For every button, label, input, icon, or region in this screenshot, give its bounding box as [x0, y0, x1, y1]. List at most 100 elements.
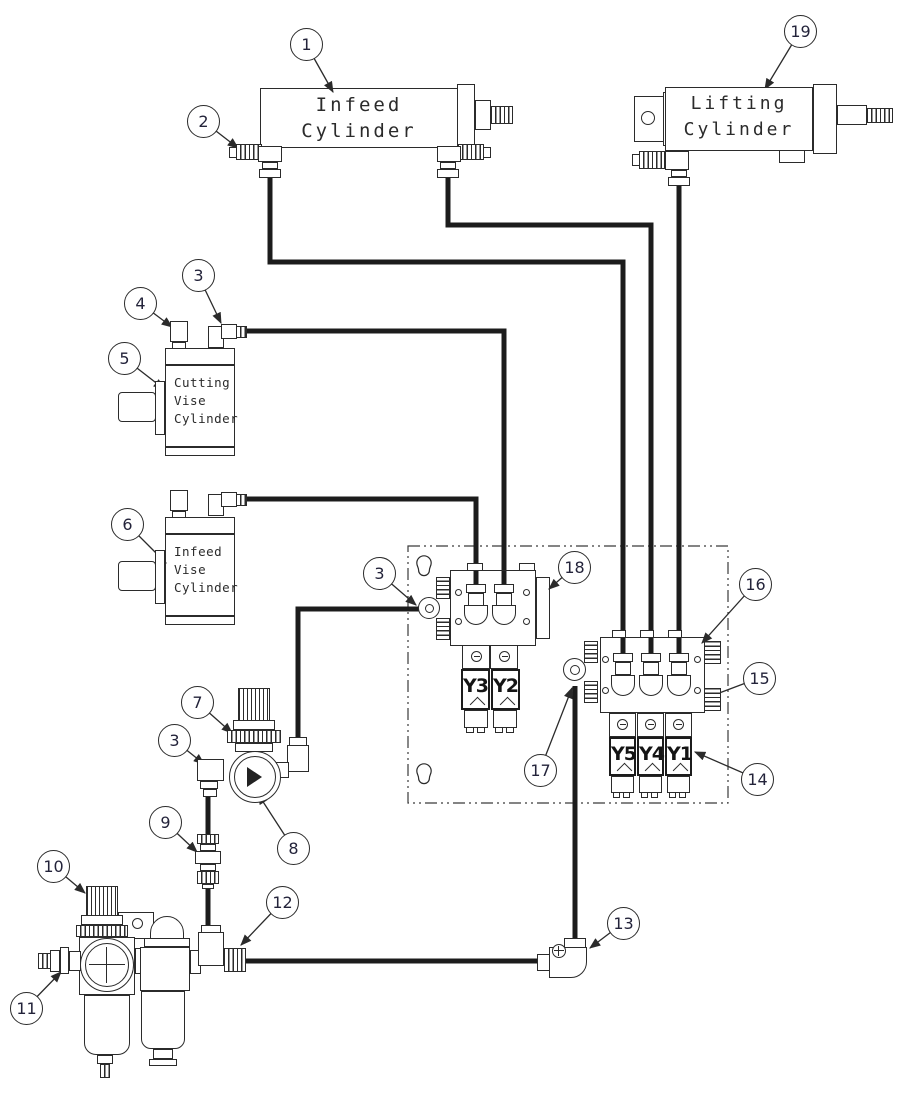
screw-hole-icon: [455, 618, 462, 625]
infeed-cylinder-rod: [491, 106, 513, 124]
flow-arrow-icon: [247, 767, 262, 787]
hex-fitting-icon: [436, 577, 450, 599]
screw-slot-icon: [617, 719, 628, 730]
clevis-hole-icon: [641, 111, 655, 125]
callout-2: 2: [187, 105, 220, 138]
infeed-cylinder-label-line2: Cylinder: [301, 120, 417, 142]
valve-id: Y4: [639, 743, 665, 765]
inlet-fitting-hex: [60, 947, 69, 974]
gauge-face-inner: [234, 756, 276, 798]
tube-cutting-vise-to-Y2: [245, 328, 507, 612]
cutting-vise-top-cap: [165, 348, 235, 365]
manifold-end-plate: [536, 577, 550, 639]
lubricator-top-plate: [144, 938, 190, 947]
valve-id: Y3: [463, 675, 489, 697]
fitting-tip-icon: [483, 147, 491, 158]
hex-fitting-icon: [436, 618, 450, 640]
solenoid-connector: [611, 776, 634, 793]
cutting-vise-label-line3: Cylinder: [174, 411, 239, 426]
valve-id: Y2: [493, 675, 519, 697]
ratchet-ring: [76, 925, 128, 937]
connector-pin: [495, 727, 503, 733]
solenoid-label-Y2: Y2: [491, 669, 520, 713]
valve-elbow-hood: [667, 675, 691, 696]
elbow-fitting-icon: [197, 759, 224, 781]
callout-3-regulator: 3: [158, 724, 191, 757]
union-body: [195, 851, 221, 864]
connector-pin: [466, 727, 474, 733]
screw-hole-icon: [602, 656, 609, 663]
keyhole-slot-top: [416, 555, 432, 577]
supply-fitting-bore: [425, 604, 434, 613]
cutting-vise-label-line2: Vise: [174, 393, 207, 408]
callout-5: 5: [108, 342, 141, 375]
tube-infeed-cyl-right-to-Y4: [445, 176, 654, 684]
filter-bowl: [84, 995, 130, 1055]
keyhole-slot-bottom: [416, 763, 432, 785]
valve-port-body: [643, 662, 659, 675]
infeed-cylinder-end-plate: [457, 84, 475, 152]
screw-cross-v: [558, 946, 560, 956]
fitting-collar-icon: [537, 954, 550, 971]
solenoid-label-Y3: Y3: [461, 669, 490, 713]
callout-3-manifold: 3: [363, 557, 396, 590]
tee-body: [198, 932, 224, 966]
lifting-cylinder-flange: [813, 84, 837, 154]
infeed-vise-body: Infeed Vise Cylinder: [165, 534, 238, 616]
cutting-vise-bottom-cap: [165, 447, 235, 456]
valve-port-collar: [641, 653, 661, 662]
callout-3-cutting-vise: 3: [182, 259, 215, 292]
union-neck: [200, 844, 216, 851]
lifting-cylinder-label-line2: Cylinder: [683, 119, 795, 140]
elbow-fitting-icon: [221, 492, 237, 507]
manifold-block: [600, 637, 705, 713]
infeed-cylinder-rod-nut: [475, 100, 491, 130]
screw-hole-icon: [523, 589, 530, 596]
callout-14: 14: [741, 763, 774, 796]
frl-adjust-knob: [86, 886, 118, 917]
fitting-collar-icon: [440, 162, 456, 169]
callout-15: 15: [743, 662, 776, 695]
frl-gauge-inner: [85, 943, 129, 987]
valve-port-body: [671, 662, 687, 675]
push-fitting-icon: [458, 144, 484, 160]
tube-infeed-vise-to-Y3: [245, 496, 479, 612]
screw-hole-icon: [523, 618, 530, 625]
cutting-vise-side-plate: [155, 381, 165, 435]
callout-16: 16: [739, 568, 772, 601]
solenoid-connector: [464, 710, 488, 728]
fitting-tip-icon: [229, 147, 237, 158]
screw-hole-icon: [694, 687, 701, 694]
union-collar: [197, 871, 219, 884]
solenoid-connector: [493, 710, 517, 728]
elbow-fitting-icon: [258, 146, 282, 162]
solenoid-label-Y1: Y1: [665, 737, 693, 779]
connector-pin: [613, 792, 620, 798]
callout-6: 6: [111, 508, 144, 541]
valve-elbow-hood: [611, 675, 635, 696]
fitting-collar-icon: [289, 737, 307, 746]
callout-13: 13: [607, 907, 640, 940]
valve-elbow-hood: [492, 605, 516, 625]
callout-1: 1: [290, 28, 323, 61]
valve-port-collar: [466, 584, 486, 593]
elbow-fitting-icon: [287, 745, 309, 772]
infeed-cylinder-label-line1: Infeed: [315, 94, 403, 116]
union-collar: [197, 834, 219, 844]
callout-7: 7: [181, 686, 214, 719]
infeed-cylinder-body: Infeed Cylinder: [260, 88, 458, 148]
lubricator-base: [149, 1059, 177, 1066]
lubricator-body: [140, 947, 190, 991]
solenoid-label-Y4: Y4: [637, 737, 665, 779]
callout-18: 18: [558, 551, 591, 584]
cutting-vise-label-line1: Cutting: [174, 375, 231, 390]
infeed-vise-side-plate: [155, 550, 165, 604]
fitting-nut-icon: [668, 177, 690, 186]
solenoid-mid-section: [462, 645, 490, 669]
lifting-cylinder-label-line1: Lifting: [690, 93, 788, 114]
infeed-vise-top-cap: [165, 517, 235, 534]
fitting-collar-icon: [262, 162, 278, 169]
bracket-hole-icon: [132, 918, 143, 929]
drain-stem: [100, 1064, 110, 1078]
fitting-nut-icon: [437, 169, 459, 178]
